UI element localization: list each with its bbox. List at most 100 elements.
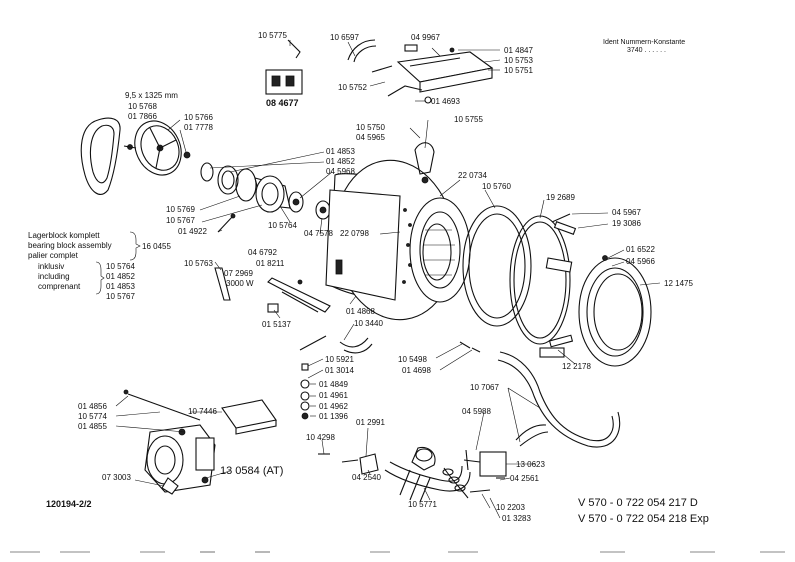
incl-line-1: inklusiv bbox=[38, 262, 64, 271]
part-label: 04 2540 bbox=[352, 473, 381, 482]
part-label: 04 2561 bbox=[510, 474, 539, 483]
part-label: 01 4922 bbox=[178, 227, 207, 236]
part-label: 01 2991 bbox=[356, 418, 385, 427]
part-label: 19 2689 bbox=[546, 193, 575, 202]
part-label: 10 5750 bbox=[356, 123, 385, 132]
part-label: 01 3283 bbox=[502, 514, 531, 523]
bearing-block-assembly bbox=[200, 162, 331, 220]
door-seal-ring bbox=[462, 205, 532, 327]
ident-title: Ident Nummern-Konstante bbox=[603, 39, 685, 46]
hose-clamp-01-2991 bbox=[359, 453, 379, 475]
part-label: 10 5766 bbox=[184, 113, 213, 122]
part-label: 10 5767 bbox=[166, 216, 195, 225]
part-label: 10 5751 bbox=[504, 66, 533, 75]
part-label: 12 1475 bbox=[664, 279, 693, 288]
part-label: 12 2178 bbox=[562, 362, 591, 371]
leader-lines bbox=[115, 40, 661, 519]
figure-id: 120194-2/2 bbox=[46, 499, 92, 509]
bearing-part: 16 0455 bbox=[142, 242, 171, 251]
part-label: 10 2203 bbox=[496, 503, 525, 512]
belt-part-1: 10 5768 bbox=[128, 102, 157, 111]
part-label: 10 5769 bbox=[166, 205, 195, 214]
part-labels: 10 5775 10 6597 04 9967 01 4847 10 5753 … bbox=[78, 31, 693, 523]
ident-block: Ident Nummern-Konstante 3740 . . . . . . bbox=[603, 39, 685, 54]
incl-line-2: including bbox=[38, 272, 70, 281]
drum-pulley bbox=[134, 120, 182, 176]
part-label: 01 4855 bbox=[78, 422, 107, 431]
part-label: 04 5968 bbox=[326, 167, 355, 176]
part-label: 07 2969 bbox=[224, 269, 253, 278]
part-label: 01 4856 bbox=[78, 402, 107, 411]
part-label: 10 5752 bbox=[338, 83, 367, 92]
belt-size: 9,5 x 1325 mm bbox=[125, 91, 178, 100]
part-label: 10 5755 bbox=[454, 115, 483, 124]
part-label: 01 7778 bbox=[184, 123, 213, 132]
part-label: 10 7067 bbox=[470, 383, 499, 392]
part-label: 04 5988 bbox=[462, 407, 491, 416]
model-numbers: V 570 - 0 722 054 217 D V 570 - 0 722 05… bbox=[578, 497, 709, 525]
part-label: 01 5137 bbox=[262, 320, 291, 329]
part-label: 10 6597 bbox=[330, 33, 359, 42]
bearing-line-1: Lagerblock komplett bbox=[28, 231, 100, 240]
fixing-rod bbox=[127, 393, 201, 421]
part-label: 22 0798 bbox=[340, 229, 369, 238]
incl-part-4: 10 5767 bbox=[106, 292, 135, 301]
front-panel-ring bbox=[578, 257, 652, 367]
drain-pump bbox=[144, 424, 216, 493]
part-label: 10 5775 bbox=[258, 31, 287, 40]
part-label: 19 3086 bbox=[612, 219, 641, 228]
part-label: 01 1396 bbox=[319, 412, 348, 421]
part-label: 01 3014 bbox=[325, 366, 354, 375]
drain-hose bbox=[384, 469, 471, 492]
part-label: 01 4847 bbox=[504, 46, 533, 55]
part-label: 10 5753 bbox=[504, 56, 533, 65]
part-label: 08 4677 bbox=[266, 98, 299, 108]
bracket-10-7446 bbox=[221, 399, 277, 435]
pulley-nut bbox=[183, 151, 191, 159]
control-board bbox=[396, 44, 494, 93]
part-label: 10 4298 bbox=[306, 433, 335, 442]
bellows-hose bbox=[442, 467, 469, 499]
part-label: 13 0584 (AT) bbox=[220, 465, 283, 477]
part-label: 01 4961 bbox=[319, 391, 348, 400]
corrugated-hose-10-7067 bbox=[515, 424, 549, 447]
part-label: 10 5921 bbox=[325, 355, 354, 364]
incl-part-1: 10 5764 bbox=[106, 262, 135, 271]
incl-part-2: 01 4852 bbox=[106, 272, 135, 281]
pressure-chamber bbox=[411, 446, 436, 471]
belt-part-2: 01 7866 bbox=[128, 112, 157, 121]
part-label: 01 8211 bbox=[256, 259, 285, 268]
part-label: 04 7578 bbox=[304, 229, 333, 238]
long-hose bbox=[499, 351, 614, 442]
part-label: 01 4849 bbox=[319, 380, 348, 389]
part-label: 04 6792 bbox=[248, 248, 277, 257]
part-label: 10 3440 bbox=[354, 319, 383, 328]
incl-part-3: 01 4853 bbox=[106, 282, 135, 291]
incl-line-3: comprenant bbox=[38, 282, 81, 291]
part-label: 01 4853 bbox=[326, 147, 355, 156]
part-label: 10 5774 bbox=[78, 412, 107, 421]
part-label: 10 7446 bbox=[188, 407, 217, 416]
model-line-2: V 570 - 0 722 054 218 Exp bbox=[578, 513, 709, 525]
part-label: 04 5966 bbox=[626, 257, 655, 266]
ident-value: 3740 . . . . . . bbox=[627, 47, 666, 54]
part-label: 01 4962 bbox=[319, 402, 348, 411]
part-label: 01 4698 bbox=[402, 366, 431, 375]
belt-callout: 9,5 x 1325 mm 10 5768 01 7866 bbox=[125, 91, 178, 121]
part-label: 10 5764 bbox=[268, 221, 297, 230]
part-label: 01 4868 bbox=[346, 307, 375, 316]
hardware-stack bbox=[299, 335, 327, 420]
bearing-block-legend: Lagerblock komplett bearing block assemb… bbox=[28, 231, 171, 301]
part-label: 10 5763 bbox=[184, 259, 213, 268]
model-line-1: V 570 - 0 722 054 217 D bbox=[578, 497, 698, 509]
heating-element bbox=[214, 267, 331, 313]
part-label: 01 6522 bbox=[626, 245, 655, 254]
part-label: 3000 W bbox=[226, 279, 254, 288]
hose-10-6597 bbox=[347, 39, 376, 61]
bearing-line-3: palier complet bbox=[28, 251, 79, 260]
part-label: 13 0623 bbox=[516, 460, 545, 469]
level-switch-13-0623 bbox=[463, 449, 507, 477]
part-label: 10 5498 bbox=[398, 355, 427, 364]
part-label: 04 9967 bbox=[411, 33, 440, 42]
